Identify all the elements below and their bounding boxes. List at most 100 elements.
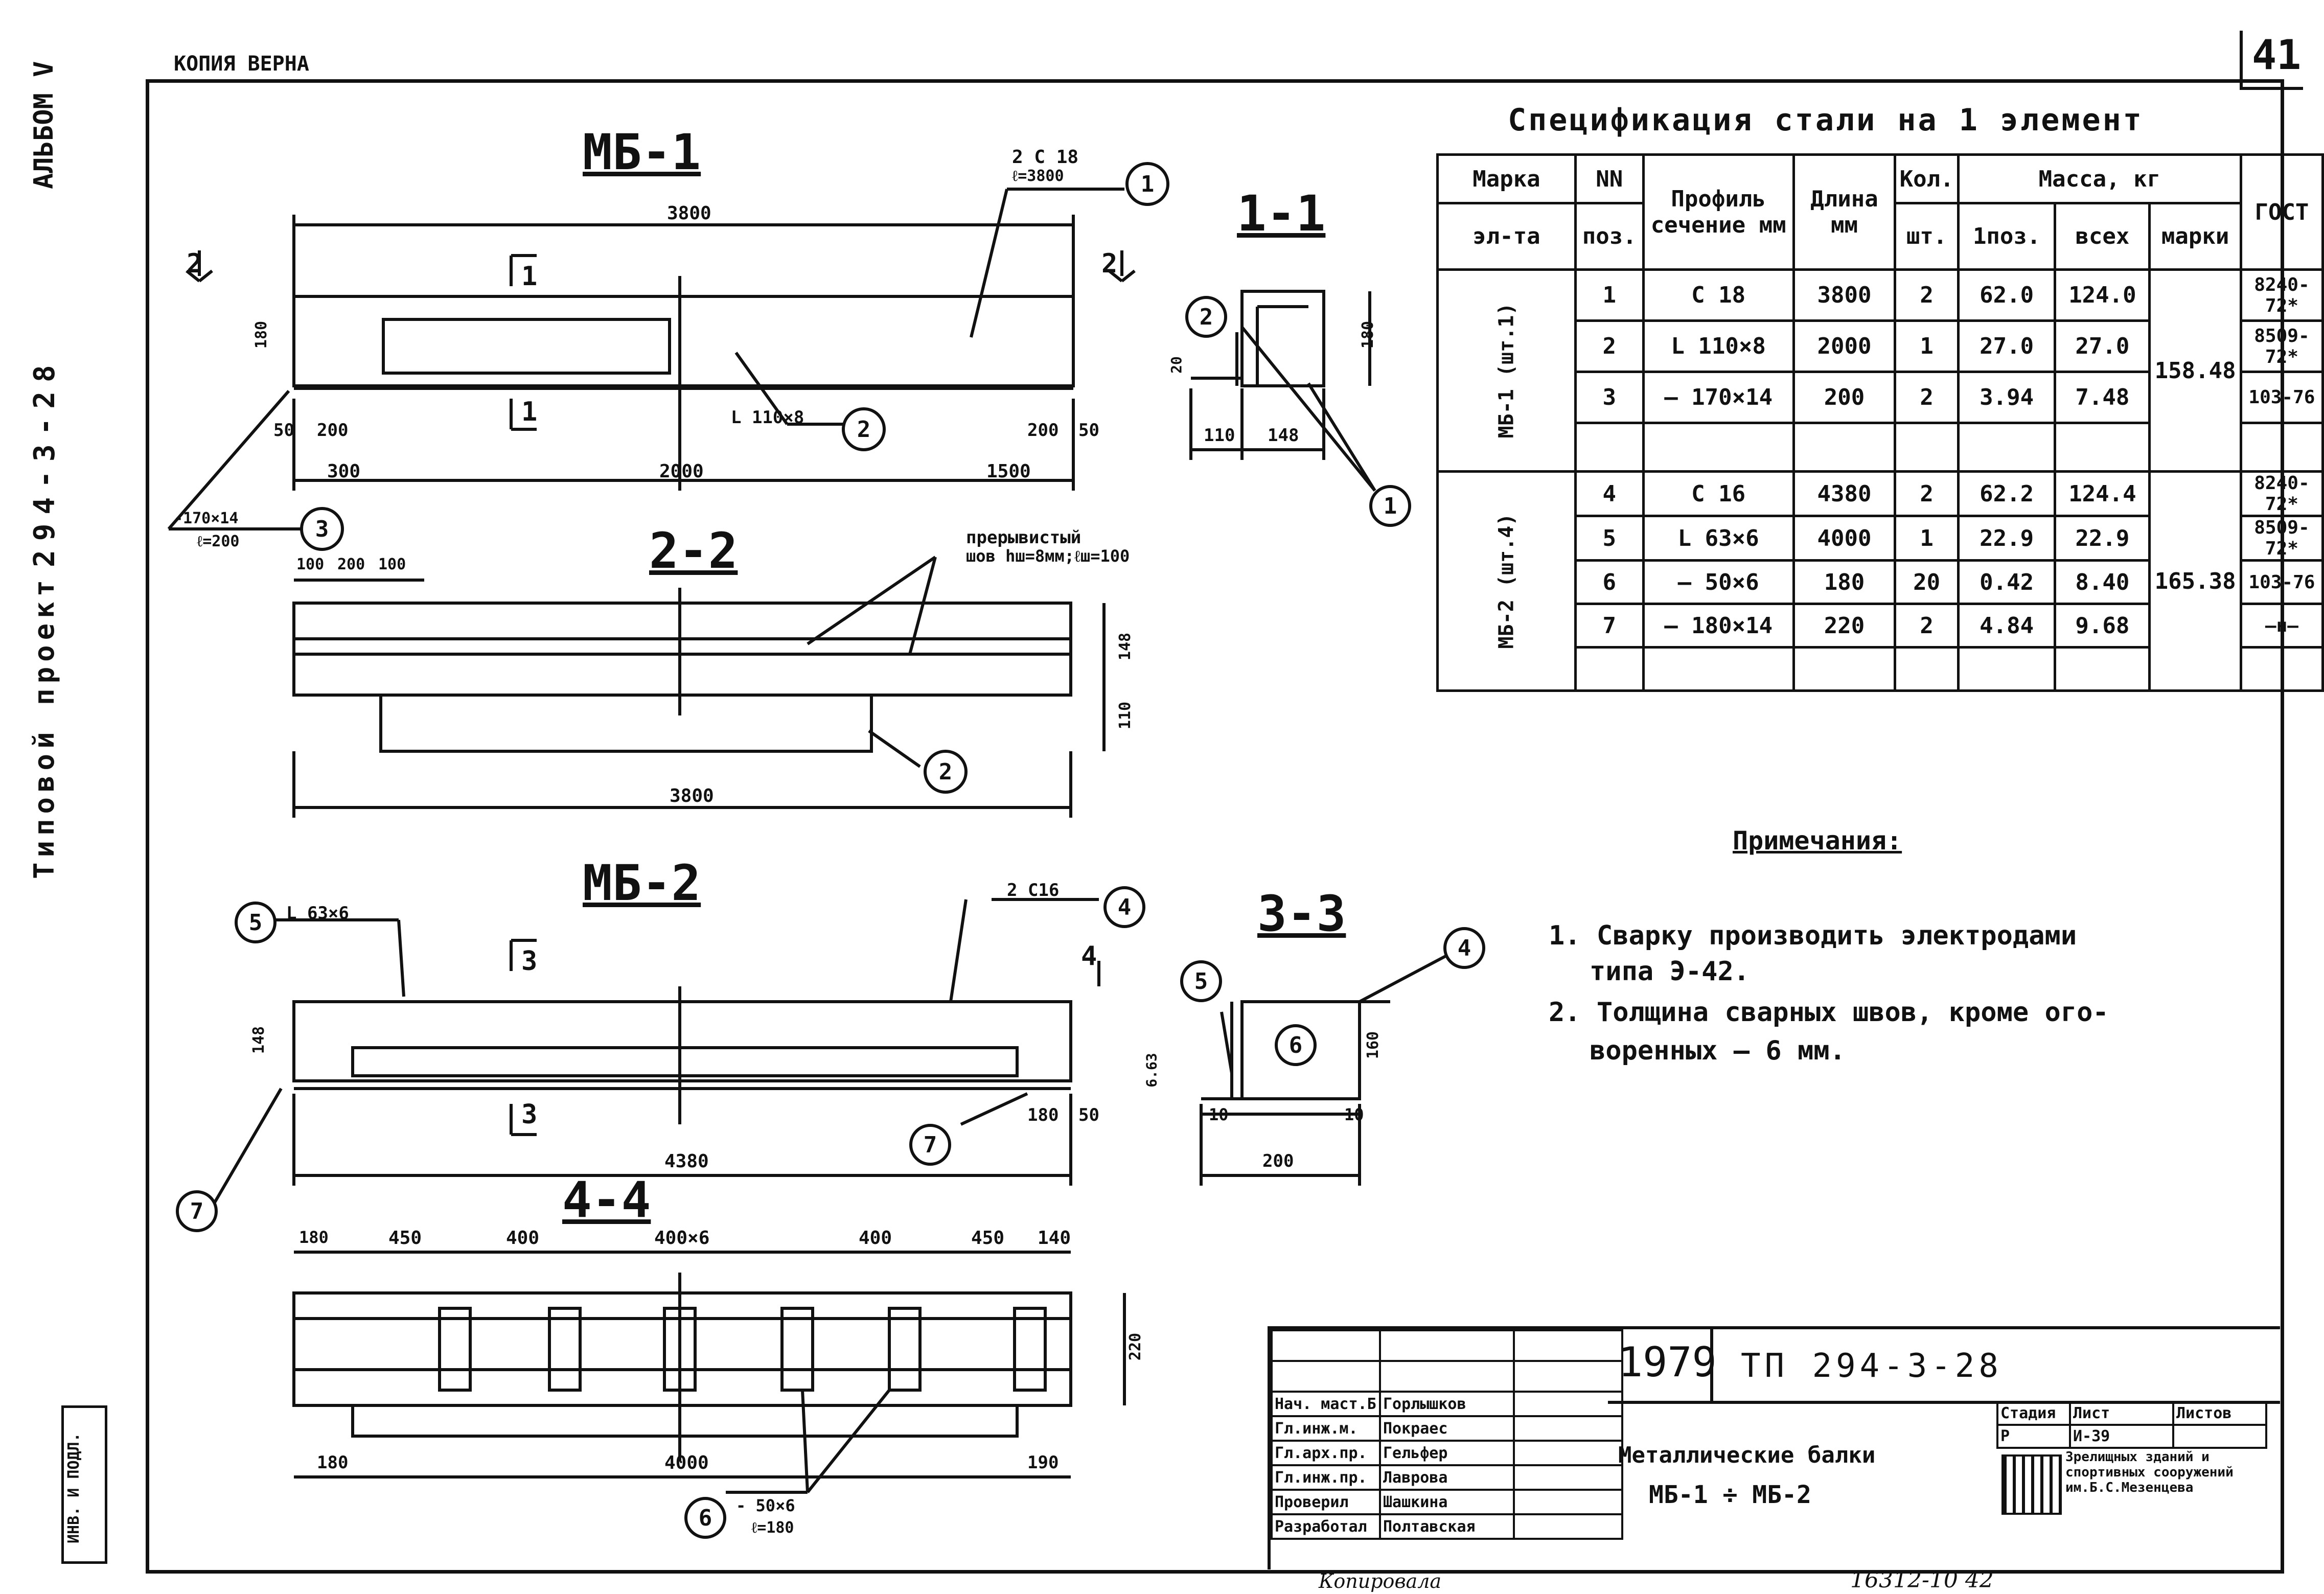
note-line-4: воренных — 6 мм. <box>1590 1035 1846 1066</box>
callout-circle-2c <box>924 750 968 794</box>
dim-44-d4: 400 <box>859 1228 892 1249</box>
spec-cell: 200 <box>1792 371 1897 424</box>
table-row: 3 — 170×14 200 2 3.94 7.48 103-76 <box>1438 371 2324 424</box>
org-logo <box>2001 1454 2062 1515</box>
spec-cell: 5 <box>1574 515 1645 562</box>
table-row: 6 — 50×6 180 20 0.42 8.40 103-76 <box>1438 559 2324 605</box>
callout-num: 1 <box>1384 493 1397 519</box>
spec-cell: 20 <box>1894 559 1960 605</box>
mb2-beam <box>292 1000 1072 1082</box>
spec-cell: С 18 <box>1642 268 1795 322</box>
spec-h-mass-all: всех <box>2054 202 2151 271</box>
callout1-length: ℓ=3800 <box>1012 167 1064 185</box>
spec-cell: 8240-72* <box>2239 268 2324 322</box>
dim-sec11-w1: 110 <box>1204 425 1235 446</box>
dim-44-d3: 400×6 <box>654 1228 710 1249</box>
callout-num: 7 <box>190 1198 204 1225</box>
spec-h-mark2: эл-та <box>1436 202 1577 271</box>
stage-table: Стадия Лист Листов Р И-39 <box>1996 1401 2267 1449</box>
spec-cell: 3 <box>1574 371 1645 424</box>
spec-cell: 22.9 <box>2054 515 2151 562</box>
dim-22-d1: 100 <box>296 556 325 573</box>
dim-44-h: 220 <box>1126 1332 1145 1361</box>
spec-cell: 2 <box>1574 319 1645 373</box>
page-number-box: 41 <box>2240 31 2303 90</box>
dim-mb1-height: 180 <box>252 320 271 349</box>
table-row: Гл.арх.пр.Гельфер <box>1271 1440 1623 1466</box>
dim-mb2-gap: 50 <box>1078 1105 1099 1125</box>
spec-mark-mass-mb1: 158.48 <box>2148 268 2242 473</box>
spec-h-mark: Марка <box>1436 153 1577 204</box>
callout2-profile: L 110×8 <box>731 407 804 428</box>
spec-cell: 3.94 <box>1957 371 2057 424</box>
dim-sec33-w: 200 <box>1262 1151 1294 1171</box>
sheet-name-b: МБ-1 ÷ МБ-2 <box>1649 1481 1811 1509</box>
drawing-frame <box>146 79 2284 1574</box>
note-line-2: типа Э-42. <box>1590 956 1750 987</box>
dim-sec11-h: 180 <box>1359 320 1377 349</box>
cut-mark-4: 4 <box>1081 941 1097 972</box>
dim-22-h2: 110 <box>1116 701 1135 730</box>
mb44-plate <box>438 1307 472 1392</box>
mb44-angle <box>351 1404 1019 1438</box>
spec-cell: 8.40 <box>2054 559 2151 605</box>
dim-mb1-seg2: 2000 <box>659 461 704 482</box>
side-inv-box <box>61 1405 107 1564</box>
spec-h-mass: Масса, кг <box>1957 153 2242 204</box>
spec-cell: 62.0 <box>1957 268 2057 322</box>
spec-cell: 103-76 <box>2239 371 2324 424</box>
mb44-plate <box>548 1307 582 1392</box>
spec-cell: 4000 <box>1792 515 1897 562</box>
dim-mb2-total: 4380 <box>664 1151 709 1172</box>
callout-num: 4 <box>1118 894 1132 920</box>
callout5-profile: L 63×6 <box>286 903 349 923</box>
callout-circle-6b <box>684 1497 726 1539</box>
spec-cell: 22.9 <box>1957 515 2057 562</box>
dim-22-h1: 148 <box>1116 632 1135 661</box>
spec-cell: 1 <box>1894 319 1960 373</box>
table-row <box>1438 422 2324 473</box>
mb1-beam <box>292 295 1075 387</box>
spec-cell: 4.84 <box>1957 603 2057 649</box>
spec-h-pos: NN <box>1574 153 1645 204</box>
spec-cell: L 110×8 <box>1642 319 1795 373</box>
view-title-mb2: МБ-2 <box>583 854 701 912</box>
dim-sec11-w2: 148 <box>1268 425 1299 446</box>
view-title-sec33: 3-3 <box>1257 885 1346 942</box>
cut-mark-2b: 2 <box>1101 248 1118 279</box>
spec-cell: — 50×6 <box>1642 559 1795 605</box>
org-name: Зрелищных зданий и спортивных сооружений… <box>2065 1449 2234 1495</box>
mb1-leader-2 <box>734 352 789 425</box>
table-row: МБ-1 (шт.1) 1 С 18 3800 2 62.0 124.0 158… <box>1436 268 2324 473</box>
mb44-plate <box>780 1307 814 1392</box>
notes-title: Примечания: <box>1733 826 1902 856</box>
callout-num: 2 <box>857 417 871 443</box>
view-title-mb1: МБ-1 <box>583 124 701 181</box>
dim-mb1-seg1: 300 <box>327 461 361 482</box>
spec-h-mass-mark: марки <box>2148 202 2242 271</box>
weld-note-a: прерывистый <box>966 527 1082 548</box>
dim-sec33-a: 10 <box>1209 1105 1229 1124</box>
dim-44-d0: 180 <box>299 1228 329 1247</box>
dim-sec11-t: 20 <box>1167 356 1185 374</box>
callout-circle-6 <box>1275 1024 1317 1066</box>
spec-cell: 8509-72* <box>2239 515 2324 562</box>
sheet-name-a: Металлические балки <box>1618 1442 1876 1468</box>
weld-note-b: шов hш=8мм;ℓш=100 <box>966 546 1130 566</box>
mb44-plate <box>888 1307 922 1392</box>
spec-cell: 220 <box>1792 603 1897 649</box>
table-row <box>1438 646 2324 692</box>
spec-cell: 2 <box>1894 470 1960 517</box>
callout-circle-2b <box>1185 296 1227 338</box>
callout-circle-4 <box>1103 886 1145 928</box>
note-line-3: 2. Толщина сварных швов, кроме ого- <box>1549 997 2109 1028</box>
mb2-angle <box>351 1046 1019 1077</box>
spec-cell: 62.2 <box>1957 470 2057 517</box>
spec-cell: 1 <box>1574 268 1645 322</box>
callout-circle-1 <box>1125 162 1169 206</box>
dim-22-total: 3800 <box>670 786 714 806</box>
view-title-sec44: 4-4 <box>562 1171 651 1229</box>
